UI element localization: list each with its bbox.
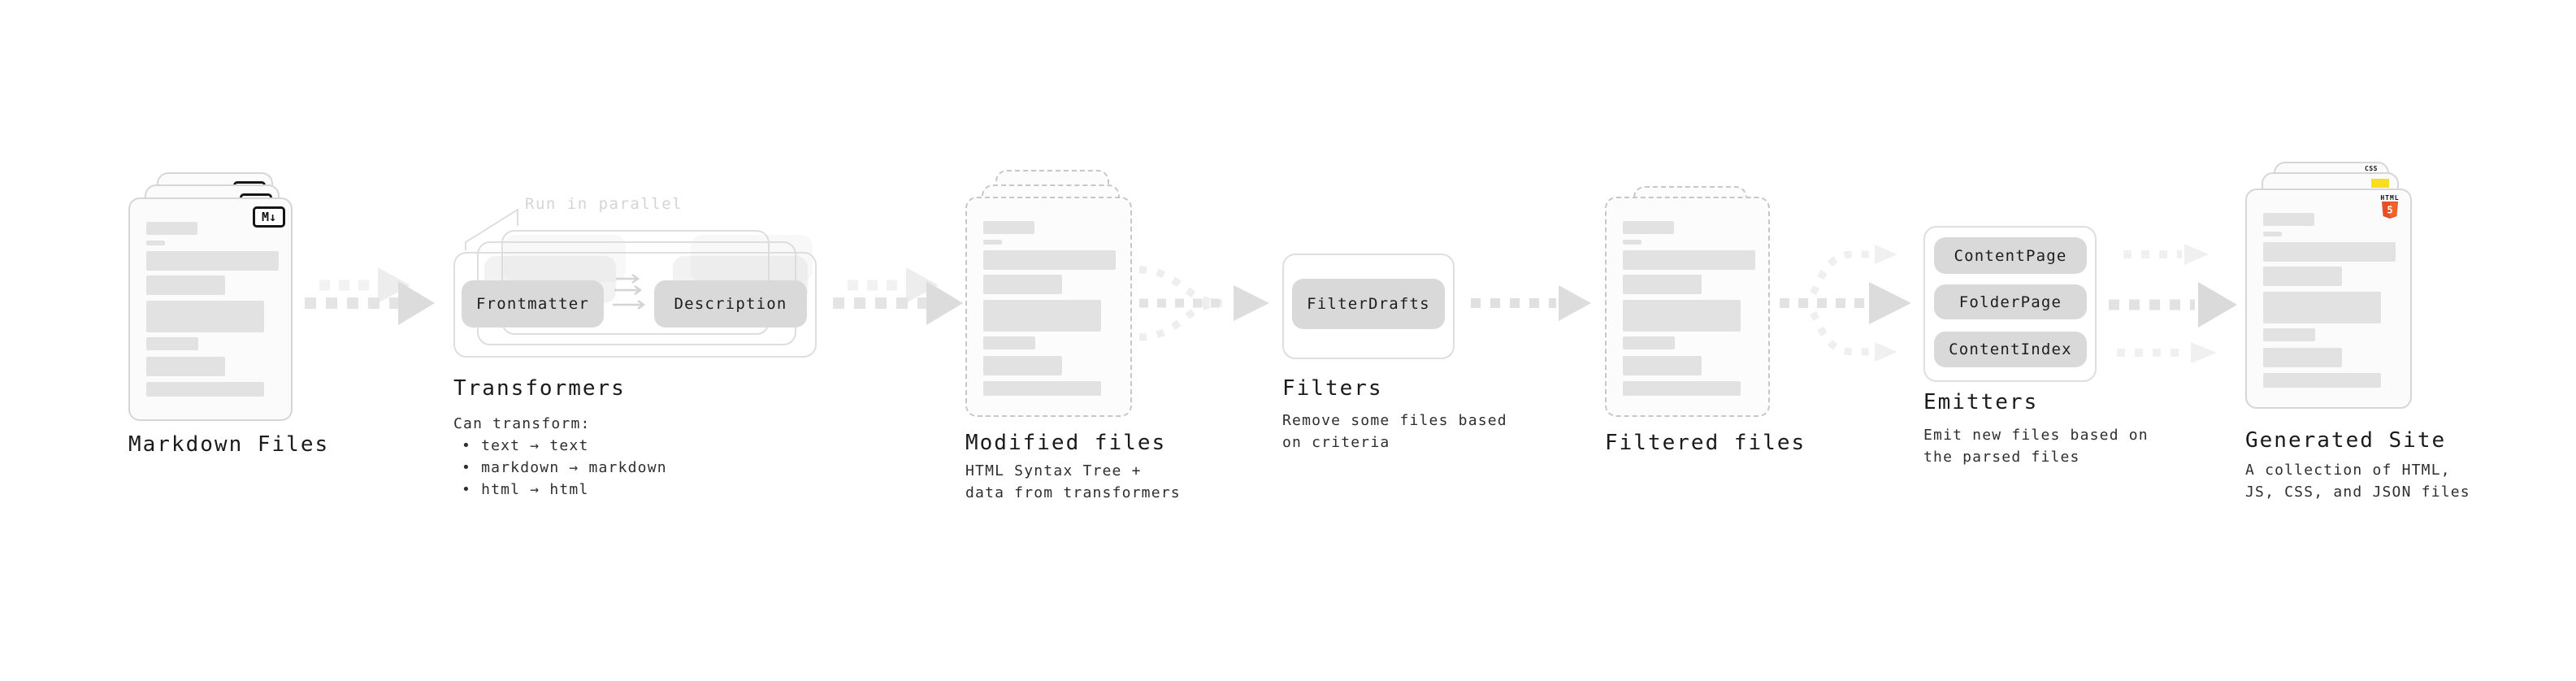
modified-files-label: Modified files (965, 431, 1167, 455)
emitters-label: Emitters (1923, 390, 2039, 414)
caption-line: the parsed files (1923, 449, 2080, 466)
skeleton-bar (146, 241, 165, 245)
skeleton-bar (146, 301, 264, 332)
caption-line: on criteria (1282, 434, 1390, 451)
emitters-caption: Emit new files based on the parsed files (1923, 424, 2149, 468)
caption-line: Can transform: (453, 415, 591, 432)
modified-files-stack (965, 170, 1138, 422)
skeleton-bar (1623, 381, 1741, 396)
skeleton-bar (983, 336, 1035, 349)
skeleton-bar (983, 381, 1101, 396)
html-file-card: HTML 5 (2245, 189, 2412, 409)
js-icon (2371, 179, 2389, 188)
skeleton-bar (983, 356, 1062, 375)
skeleton-bar (983, 275, 1062, 294)
contentpage-pill: ContentPage (1934, 237, 2087, 274)
markdown-files-stack: M↓ M↓ M↓ (128, 172, 299, 424)
skeleton-bar (1623, 240, 1641, 245)
html5-icon: HTML 5 (2379, 194, 2400, 224)
skeleton-bar (983, 250, 1116, 270)
arrow-filters-to-filtered (1471, 285, 1591, 321)
description-pill: Description (654, 280, 807, 327)
skeleton-bar (1623, 221, 1674, 234)
skeleton-bar (146, 222, 197, 235)
skeleton-bar (2263, 292, 2381, 323)
filtered-files-stack (1605, 186, 1776, 422)
caption-line: JS, CSS, and JSON files (2245, 484, 2470, 501)
caption-line: Emit new files based on (1923, 427, 2149, 444)
arrow-markdown-to-transformers (305, 267, 435, 325)
skeleton-lines (983, 221, 1116, 396)
arrow-modified-to-filters (1138, 266, 1269, 341)
svg-text:5: 5 (2387, 205, 2392, 216)
generated-site-stack: CSS HTML 5 (2245, 162, 2418, 410)
skeleton-lines (2263, 213, 2396, 388)
frontmatter-pill: Frontmatter (462, 280, 604, 327)
skeleton-bar (2263, 242, 2396, 262)
folderpage-pill: FolderPage (1934, 284, 2087, 319)
contentindex-pill: ContentIndex (1934, 332, 2087, 367)
skeleton-bar (146, 357, 225, 376)
parallel-arrows-icon (613, 273, 646, 310)
html5-shield: 5 (2382, 202, 2398, 219)
skeleton-lines (1623, 221, 1755, 396)
caption-line: A collection of HTML, (2245, 462, 2451, 479)
arrow-filtered-to-emitters (1780, 245, 1911, 362)
caption-bullet: • markdown → markdown (462, 459, 667, 476)
caption-bullet: • html → html (462, 481, 589, 498)
skeleton-bar (1623, 300, 1741, 332)
transformer-frame-front (453, 252, 817, 358)
generated-site-label: Generated Site (2245, 428, 2447, 453)
markdown-file-card-front: M↓ (128, 197, 293, 421)
caption-line: HTML Syntax Tree + (965, 462, 1142, 479)
frontmatter-pill-ghost (504, 235, 626, 282)
css-icon-text: CSS (2365, 165, 2378, 172)
skeleton-bar (2263, 267, 2342, 286)
description-pill-ghost (691, 235, 813, 282)
filters-caption: Remove some files based on criteria (1282, 410, 1507, 453)
modified-file-card-front (965, 197, 1132, 417)
skeleton-bar (1623, 356, 1702, 375)
transformers-caption: Can transform: • text → text • markdown … (453, 413, 667, 501)
filtered-files-label: Filtered files (1605, 431, 1806, 455)
filters-label: Filters (1282, 376, 1383, 401)
skeleton-bar (983, 300, 1101, 332)
skeleton-bar (2263, 373, 2381, 388)
markdown-icon: M↓ (253, 206, 285, 228)
skeleton-bar (2263, 348, 2342, 367)
caption-line: data from transformers (965, 484, 1181, 501)
skeleton-bar (2263, 328, 2315, 341)
generated-site-caption: A collection of HTML, JS, CSS, and JSON … (2245, 459, 2470, 503)
run-in-parallel-annotation: Run in parallel (525, 195, 683, 213)
caption-bullet: • text → text (462, 437, 589, 454)
filters-box (1282, 254, 1455, 359)
skeleton-bar (1623, 275, 1702, 294)
skeleton-bar (2263, 213, 2314, 226)
markdown-files-label: Markdown Files (128, 432, 330, 457)
modified-files-caption: HTML Syntax Tree + data from transformer… (965, 460, 1181, 504)
skeleton-bar (1623, 336, 1675, 349)
filterdrafts-pill: FilterDrafts (1292, 279, 1445, 329)
skeleton-bar (2263, 232, 2282, 236)
filtered-file-card-front (1605, 197, 1770, 417)
skeleton-bar (983, 221, 1034, 234)
transformers-label: Transformers (453, 376, 626, 401)
arrow-emitters-to-generated (2109, 244, 2237, 363)
caption-line: Remove some files based (1282, 412, 1507, 429)
skeleton-bar (146, 275, 225, 295)
skeleton-bar (146, 251, 279, 271)
transformers-node: Frontmatter Description (453, 230, 827, 364)
html5-icon-text: HTML (2380, 194, 2400, 202)
skeleton-bar (146, 382, 264, 397)
arrow-transformers-to-modified (833, 267, 963, 325)
skeleton-bar (983, 240, 1002, 245)
skeleton-bar (146, 337, 198, 350)
run-in-parallel-callout-line (465, 208, 518, 250)
skeleton-bar (1623, 250, 1755, 270)
skeleton-lines (146, 222, 279, 397)
emitters-box (1923, 226, 2097, 382)
